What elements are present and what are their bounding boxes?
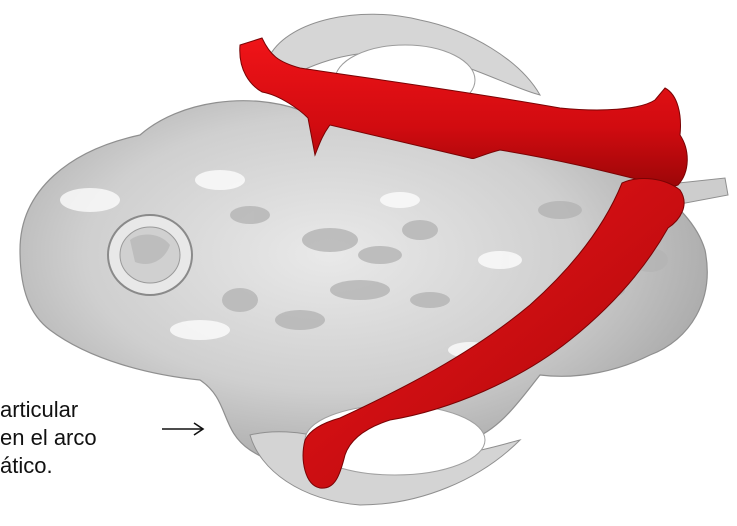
annotation-caption: articular en el arco ático. <box>0 396 97 480</box>
caption-line-1: articular <box>0 396 97 424</box>
caption-line-2: en el arco <box>0 424 97 452</box>
caption-line-3: ático. <box>0 452 97 480</box>
arrow-right-icon <box>162 421 207 437</box>
